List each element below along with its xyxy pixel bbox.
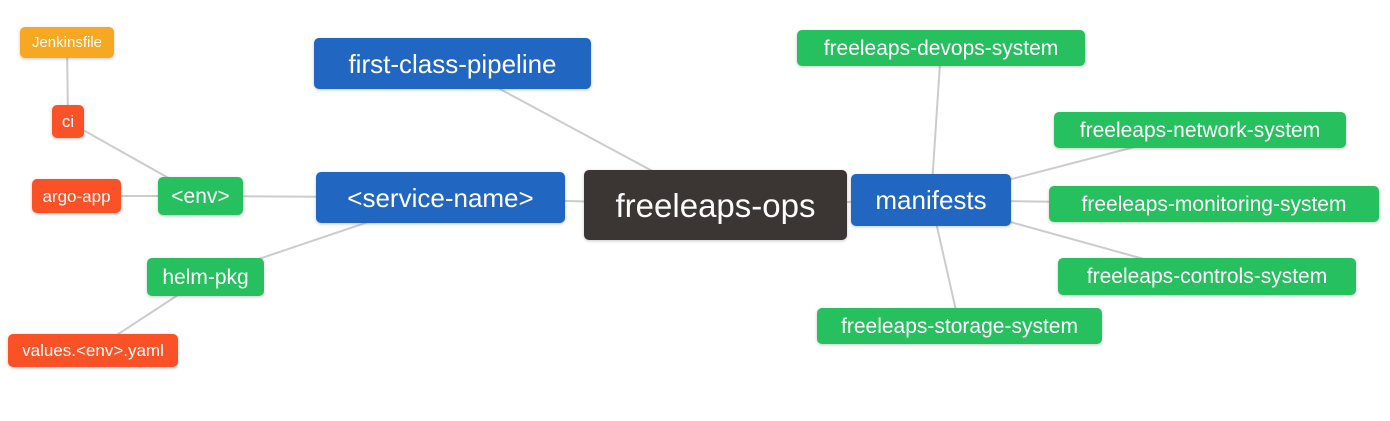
mindmap-node-freeleaps-monitoring-system[interactable]: freeleaps-monitoring-system [1049,186,1379,222]
mindmap-node-jenkinsfile[interactable]: Jenkinsfile [20,27,114,58]
mindmap-node-freeleaps-storage-system[interactable]: freeleaps-storage-system [817,308,1102,344]
mindmap-node-freeleaps-ops[interactable]: freeleaps-ops [584,170,847,240]
mindmap-node-freeleaps-controls-system[interactable]: freeleaps-controls-system [1058,258,1356,295]
mindmap-node-helm-pkg[interactable]: helm-pkg [147,258,264,296]
mindmap-node-service-name[interactable]: <service-name> [316,172,565,223]
mindmap-node-env[interactable]: <env> [158,177,243,215]
mindmap-node-argo-app[interactable]: argo-app [32,179,121,213]
mindmap-node-freeleaps-network-system[interactable]: freeleaps-network-system [1054,112,1346,148]
mindmap-node-freeleaps-devops-system[interactable]: freeleaps-devops-system [797,30,1085,66]
mindmap-node-ci[interactable]: ci [52,105,84,138]
mindmap-node-manifests[interactable]: manifests [851,174,1011,226]
mindmap-node-values-env-yaml[interactable]: values.<env>.yaml [8,334,178,367]
mindmap-node-first-class-pipeline[interactable]: first-class-pipeline [314,38,591,89]
